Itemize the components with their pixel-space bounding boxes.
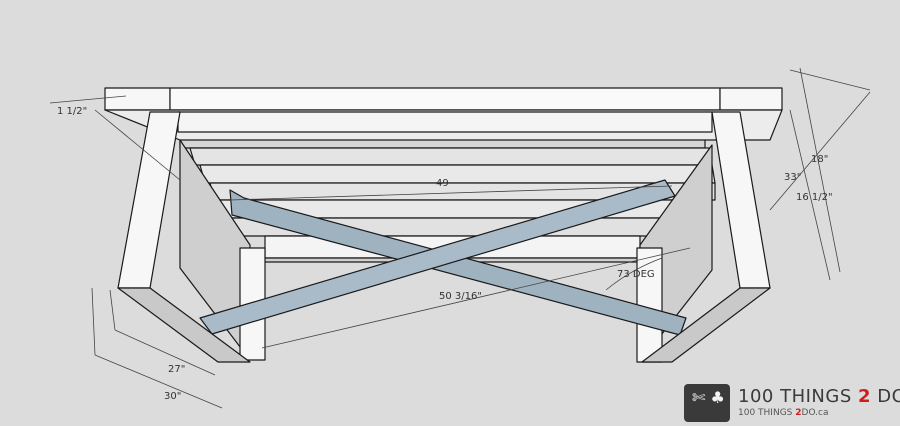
logo-line2-b: DO.ca [801, 408, 829, 418]
logo-badge: ✄ ♣ [684, 384, 730, 422]
brace-left-to-right [229, 189, 687, 336]
top-board [169, 87, 721, 111]
brand-logo: ✄ ♣ 100 THINGS 2 DO 100 THINGS 2DO.ca [684, 384, 900, 424]
logo-line2-a: 100 THINGS [738, 408, 796, 418]
logo-line1-a: 100 THINGS [738, 386, 858, 407]
right-front-leg-side [641, 287, 771, 363]
logo-line2: 100 THINGS 2DO.ca [738, 408, 829, 418]
logo-line1-b: DO [877, 386, 900, 407]
logo-line1: 100 THINGS 2 DO [738, 386, 900, 407]
dim-height: 33" [784, 172, 801, 183]
right-back-leg [636, 247, 663, 363]
dim-thickness: 1 1/2" [57, 106, 87, 117]
dim-top-width: 18" [811, 154, 828, 165]
top-board-right-cap [719, 87, 783, 111]
dim-outer-depth: 30" [164, 391, 181, 402]
dim-angle: 73 DEG [617, 269, 655, 280]
slat-back-3 [199, 164, 716, 184]
top-board-left-cap [104, 87, 171, 111]
dim-length-top: 49 [436, 178, 449, 189]
dim-inner-depth: 27" [168, 364, 185, 375]
logo-line2-accent: 2 [795, 408, 802, 418]
dim-diagonal-brace: 50 3/16" [439, 291, 482, 302]
utensils-icon: ✄ ♣ [692, 388, 725, 407]
slat-back-2 [189, 147, 713, 166]
left-front-leg-side [117, 287, 251, 363]
logo-line1-accent: 2 [857, 386, 872, 407]
left-front-leg [117, 111, 181, 289]
dim-inner-width: 16 1/2" [796, 192, 833, 203]
front-apron [177, 111, 713, 133]
